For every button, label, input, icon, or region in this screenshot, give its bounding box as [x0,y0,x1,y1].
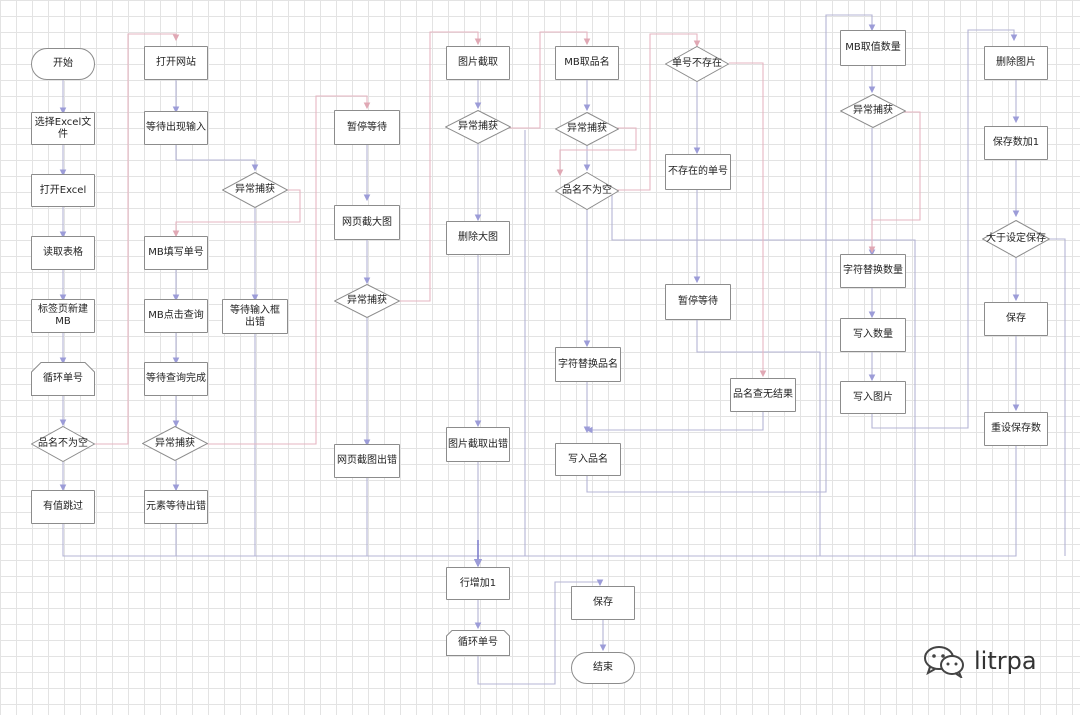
node-replace-name[interactable]: 字符替换品名 [555,347,621,382]
node-img-crop-err[interactable]: 图片截取出错 [446,427,510,462]
node-catch-5[interactable]: 异常捕获 [555,112,619,146]
node-save-2[interactable]: 保存 [571,586,635,620]
node-nonexist-no[interactable]: 不存在的单号 [665,154,731,190]
node-catch-4-label: 异常捕获 [458,121,498,132]
node-reset-save-count[interactable]: 重设保存数 [984,412,1048,446]
node-wait-input-err[interactable]: 等待输入框出错 [222,299,288,334]
node-start[interactable]: 开始 [31,48,95,80]
node-pause-wait-2[interactable]: 暂停等待 [665,284,731,320]
node-catch-4[interactable]: 异常捕获 [445,110,511,144]
node-read-table[interactable]: 读取表格 [31,236,95,270]
watermark-text: litrpa [974,647,1037,675]
wechat-icon [924,646,964,678]
node-name-not-empty-2[interactable]: 品名不为空 [555,172,619,210]
node-page-shot-err[interactable]: 网页截图出错 [334,444,400,478]
node-no-not-exist[interactable]: 单号不存在 [665,46,729,82]
node-catch-5-label: 异常捕获 [567,123,607,134]
node-mb-click-query[interactable]: MB点击查询 [144,299,208,333]
node-gt-save[interactable]: 大于设定保存 [982,220,1050,258]
node-save-1[interactable]: 保存 [984,302,1048,336]
node-catch-2[interactable]: 异常捕获 [142,426,208,461]
node-loop-no-2-label: 循环单号 [458,637,498,648]
node-catch-1-label: 异常捕获 [235,184,275,195]
node-name-no-result[interactable]: 品名查无结果 [730,378,796,412]
node-open-excel[interactable]: 打开Excel [31,174,95,207]
node-element-wait-err[interactable]: 元素等待出错 [144,490,208,524]
node-select-excel[interactable]: 选择Excel文件 [31,112,95,145]
node-new-tab-mb[interactable]: 标签页新建MB [31,299,95,333]
node-catch-6[interactable]: 异常捕获 [840,94,906,128]
node-gt-save-label: 大于设定保存 [986,233,1046,244]
node-loop-no[interactable]: 循环单号 [31,362,95,396]
node-catch-3-label: 异常捕获 [347,295,387,306]
node-wait-input[interactable]: 等待出现输入 [144,111,208,145]
watermark: litrpa [922,644,1037,678]
node-delete-img[interactable]: 删除图片 [984,46,1048,80]
node-page-big-shot[interactable]: 网页截大图 [334,205,400,240]
node-save-count-inc[interactable]: 保存数加1 [984,126,1048,160]
node-has-value-skip[interactable]: 有值跳过 [31,490,95,524]
node-catch-1[interactable]: 异常捕获 [222,172,288,208]
node-write-name[interactable]: 写入品名 [555,443,621,476]
node-write-img[interactable]: 写入图片 [840,381,906,414]
node-replace-qty[interactable]: 字符替换数量 [840,254,906,288]
node-catch-6-label: 异常捕获 [853,105,893,116]
node-name-not-empty-1-label: 品名不为空 [38,438,88,449]
node-loop-no-2[interactable]: 循环单号 [446,630,510,656]
node-no-not-exist-label: 单号不存在 [672,58,722,69]
node-open-site[interactable]: 打开网站 [144,46,208,80]
node-mb-fill-no[interactable]: MB填写单号 [144,236,208,270]
node-row-inc[interactable]: 行增加1 [446,567,510,600]
node-wait-query-done[interactable]: 等待查询完成 [144,362,208,396]
node-catch-3[interactable]: 异常捕获 [334,284,400,318]
node-pause-wait-1[interactable]: 暂停等待 [334,110,400,145]
node-name-not-empty-2-label: 品名不为空 [562,185,612,196]
node-write-qty[interactable]: 写入数量 [840,318,906,352]
node-loop-no-label: 循环单号 [43,373,83,384]
node-img-crop[interactable]: 图片截取 [446,46,510,80]
node-mb-get-qty[interactable]: MB取值数量 [840,30,906,66]
node-mb-get-name[interactable]: MB取品名 [555,46,619,80]
node-delete-big-img[interactable]: 删除大图 [446,221,510,255]
node-name-not-empty-1[interactable]: 品名不为空 [31,426,95,462]
node-end[interactable]: 结束 [571,652,635,684]
node-catch-2-label: 异常捕获 [155,437,195,449]
